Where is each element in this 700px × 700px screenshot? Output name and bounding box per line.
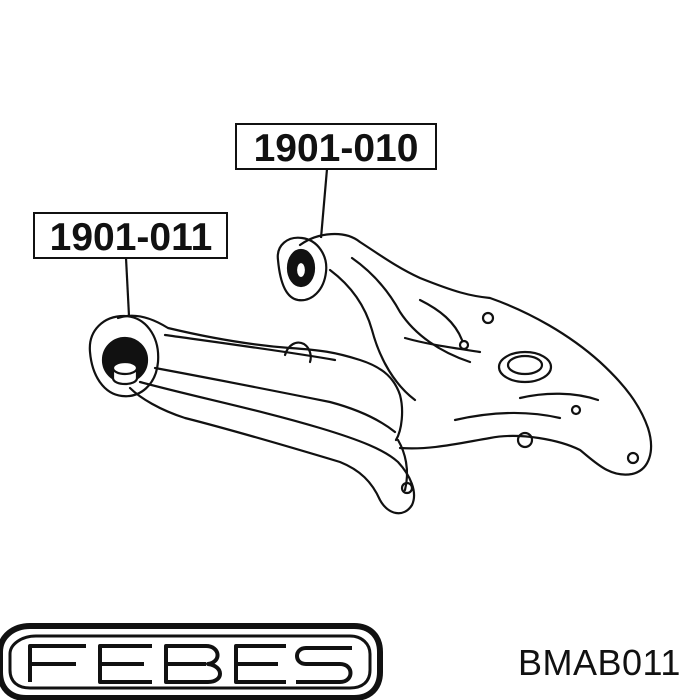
febest-logo [0, 623, 383, 700]
callout-1901-011-label: 1901-011 [50, 216, 213, 259]
callout-1901-011-leader [124, 257, 131, 317]
callout-1901-010-leader [319, 168, 329, 239]
front-bushing-housing [88, 314, 160, 398]
mount-hole-1 [481, 311, 495, 325]
callout-1901-011: 1901-011 [33, 212, 228, 317]
callout-1901-010-box [235, 123, 437, 170]
febest-logo-inner [8, 634, 372, 690]
part-number-label: BMAB011 [518, 642, 681, 683]
mount-hole-3 [570, 404, 582, 416]
ball-joint-seat-inner [506, 354, 544, 376]
lower-arm-boss [283, 341, 312, 364]
lower-arm-body [116, 314, 404, 442]
rear-bushing-housing [276, 236, 328, 302]
lower-arm-underside [128, 380, 416, 515]
upper-arm-rib-6 [453, 411, 562, 422]
ball-joint-seat-outer [497, 350, 553, 384]
callout-1901-010-label: 1901-010 [254, 127, 419, 170]
mount-hole-5 [516, 431, 534, 449]
lower-arm-flange [153, 366, 397, 434]
callout-1901-010: 1901-010 [235, 123, 437, 239]
febest-logo-letters [28, 644, 353, 684]
upper-arm-rib-3 [403, 336, 482, 354]
upper-arm-rib-2 [350, 256, 472, 364]
lower-arm-flange-2 [163, 333, 337, 362]
upper-arm-rib-5 [518, 392, 600, 402]
lower-arm-outer-flange [396, 438, 409, 492]
febest-logo-outline [0, 623, 383, 700]
front-bushing-sleeve-top [111, 360, 139, 376]
upper-arm-rib [328, 268, 417, 402]
mount-hole-2 [458, 339, 470, 351]
rear-bushing-sleeve [294, 260, 308, 280]
callout-1901-011-box [33, 212, 228, 259]
control-arm-drawing [88, 232, 653, 515]
upper-arm-rib-4 [418, 298, 464, 342]
mount-hole-4 [626, 451, 640, 465]
